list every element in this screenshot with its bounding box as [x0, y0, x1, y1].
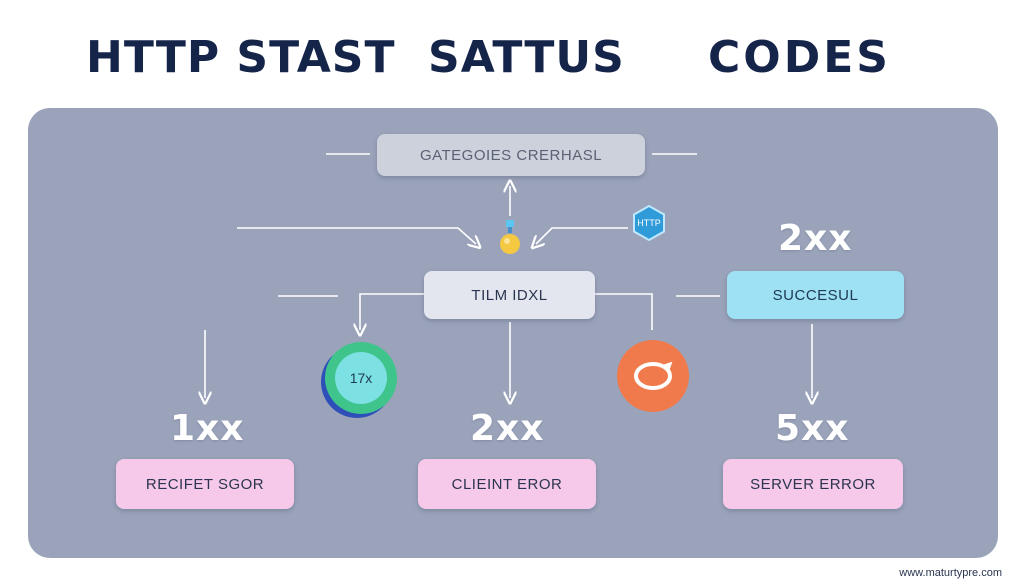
code-5xx: 5xx	[775, 408, 850, 449]
green-badge-label: 17x	[335, 352, 387, 404]
client-error-box: CLIEINT EROR	[418, 459, 596, 509]
categories-box: GATEGOIES CRERHASL	[377, 134, 645, 176]
code-1xx: 1xx	[170, 408, 245, 449]
title-part-2: SATTUS	[428, 32, 625, 83]
green-badge: 17x	[325, 342, 397, 414]
redirect-box: RECIFET SGOR	[116, 459, 294, 509]
title-part-3: CODES	[708, 32, 891, 83]
success-box: SUCCESUL	[727, 271, 904, 319]
lightbulb-icon	[500, 220, 520, 254]
refresh-icon	[617, 340, 689, 412]
http-badge-label: HTTP	[637, 218, 661, 228]
middle-box: TILM IDXL	[424, 271, 595, 319]
http-hexagon-icon	[633, 204, 665, 242]
watermark: www.maturtypre.com	[899, 567, 1002, 579]
code-2xx: 2xx	[470, 408, 545, 449]
title-part-1: HTTP STAST	[86, 32, 396, 83]
server-error-box: SERVER ERROR	[723, 459, 903, 509]
code-2xx-top: 2xx	[778, 218, 853, 259]
